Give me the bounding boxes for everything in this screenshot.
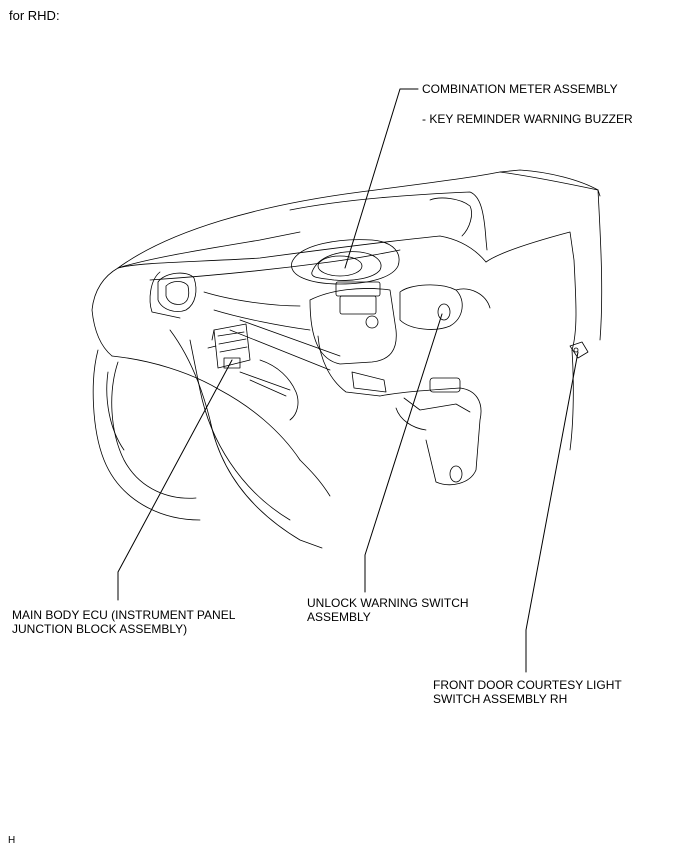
courtesy-switch-part — [569, 341, 589, 359]
leader-main-body-ecu — [117, 359, 233, 601]
label-main-body-ecu-1: MAIN BODY ECU (INSTRUMENT PANEL — [12, 608, 236, 622]
side-mirror — [157, 272, 197, 312]
door-lower-line — [169, 329, 323, 549]
steering-column — [399, 284, 463, 330]
dashboard-top — [117, 235, 487, 269]
label-door-courtesy-1: FRONT DOOR COURTESY LIGHT — [433, 678, 622, 692]
leader-unlock-switch — [364, 313, 443, 593]
windshield-frame — [117, 169, 599, 269]
label-unlock-switch-2: ASSEMBLY — [307, 610, 371, 624]
front-wheel-arch — [92, 349, 201, 521]
page-title: for RHD: — [9, 8, 60, 23]
left-a-pillar — [91, 267, 119, 357]
main-body-ecu-block — [207, 323, 251, 369]
leader-door-courtesy — [525, 351, 579, 673]
label-main-body-ecu-2: JUNCTION BLOCK ASSEMBLY) — [12, 622, 188, 636]
lower-console — [379, 387, 482, 486]
label-combination-meter: COMBINATION METER ASSEMBLY — [422, 82, 618, 96]
label-door-courtesy-2: SWITCH ASSEMBLY RH — [433, 692, 568, 706]
right-door-frame — [485, 231, 577, 351]
meter-hood — [291, 239, 400, 285]
label-key-reminder-buzzer: - KEY REMINDER WARNING BUZZER — [422, 112, 633, 126]
center-console — [309, 288, 397, 365]
leader-combination-meter — [344, 88, 419, 269]
label-unlock-switch-1: UNLOCK WARNING SWITCH — [307, 596, 469, 610]
figure-code: H — [8, 835, 16, 846]
